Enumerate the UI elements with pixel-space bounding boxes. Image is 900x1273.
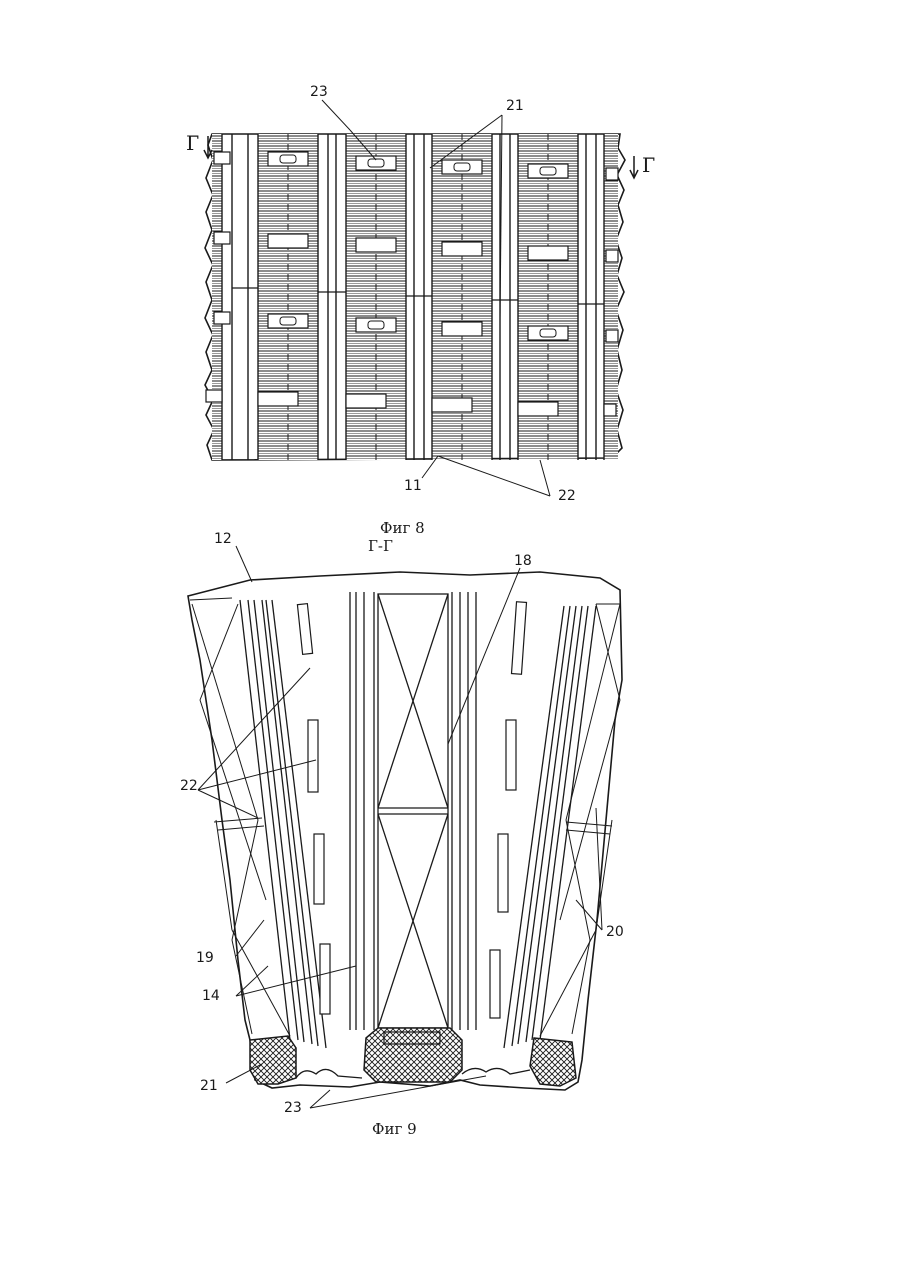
fig9-seal-right <box>530 1038 576 1086</box>
fig9-label-12: 12 <box>214 531 232 547</box>
figure-9: Г-Г <box>180 531 624 1138</box>
fig8-label-11: 11 <box>404 478 422 494</box>
fig9-center-column <box>350 592 476 1030</box>
fig8-section-mark-right: Г <box>642 153 655 177</box>
fig9-seal-left <box>250 1036 296 1084</box>
fig9-section-title: Г-Г <box>368 537 393 555</box>
fig8-section-mark-left: Г <box>186 131 199 155</box>
fig9-seal-center-insert <box>384 1032 440 1044</box>
figure-8: Г Г 23 21 11 22 Фиг 8 <box>186 84 655 537</box>
fig9-label-22: 22 <box>180 778 198 794</box>
fig9-label-20: 20 <box>606 924 624 940</box>
fig9-caption: Фиг 9 <box>372 1120 417 1138</box>
fig8-label-22: 22 <box>558 488 576 504</box>
fig9-label-18: 18 <box>514 553 532 569</box>
fig8-caption: Фиг 8 <box>380 519 425 537</box>
fig8-label-23: 23 <box>310 84 328 100</box>
fig8-center-lines <box>288 134 548 460</box>
fig8-label-21: 21 <box>506 98 524 114</box>
fig9-label-21: 21 <box>200 1078 218 1094</box>
fig9-label-14: 14 <box>202 988 220 1004</box>
fig8-section-arrow-right <box>630 156 638 178</box>
fig9-label-23: 23 <box>284 1100 302 1116</box>
fig8-clip-slots <box>280 155 556 337</box>
fig9-slots-right <box>490 602 526 1018</box>
fig9-label-19: 19 <box>196 950 214 966</box>
fig8-hatched-strip-1 <box>212 134 222 460</box>
